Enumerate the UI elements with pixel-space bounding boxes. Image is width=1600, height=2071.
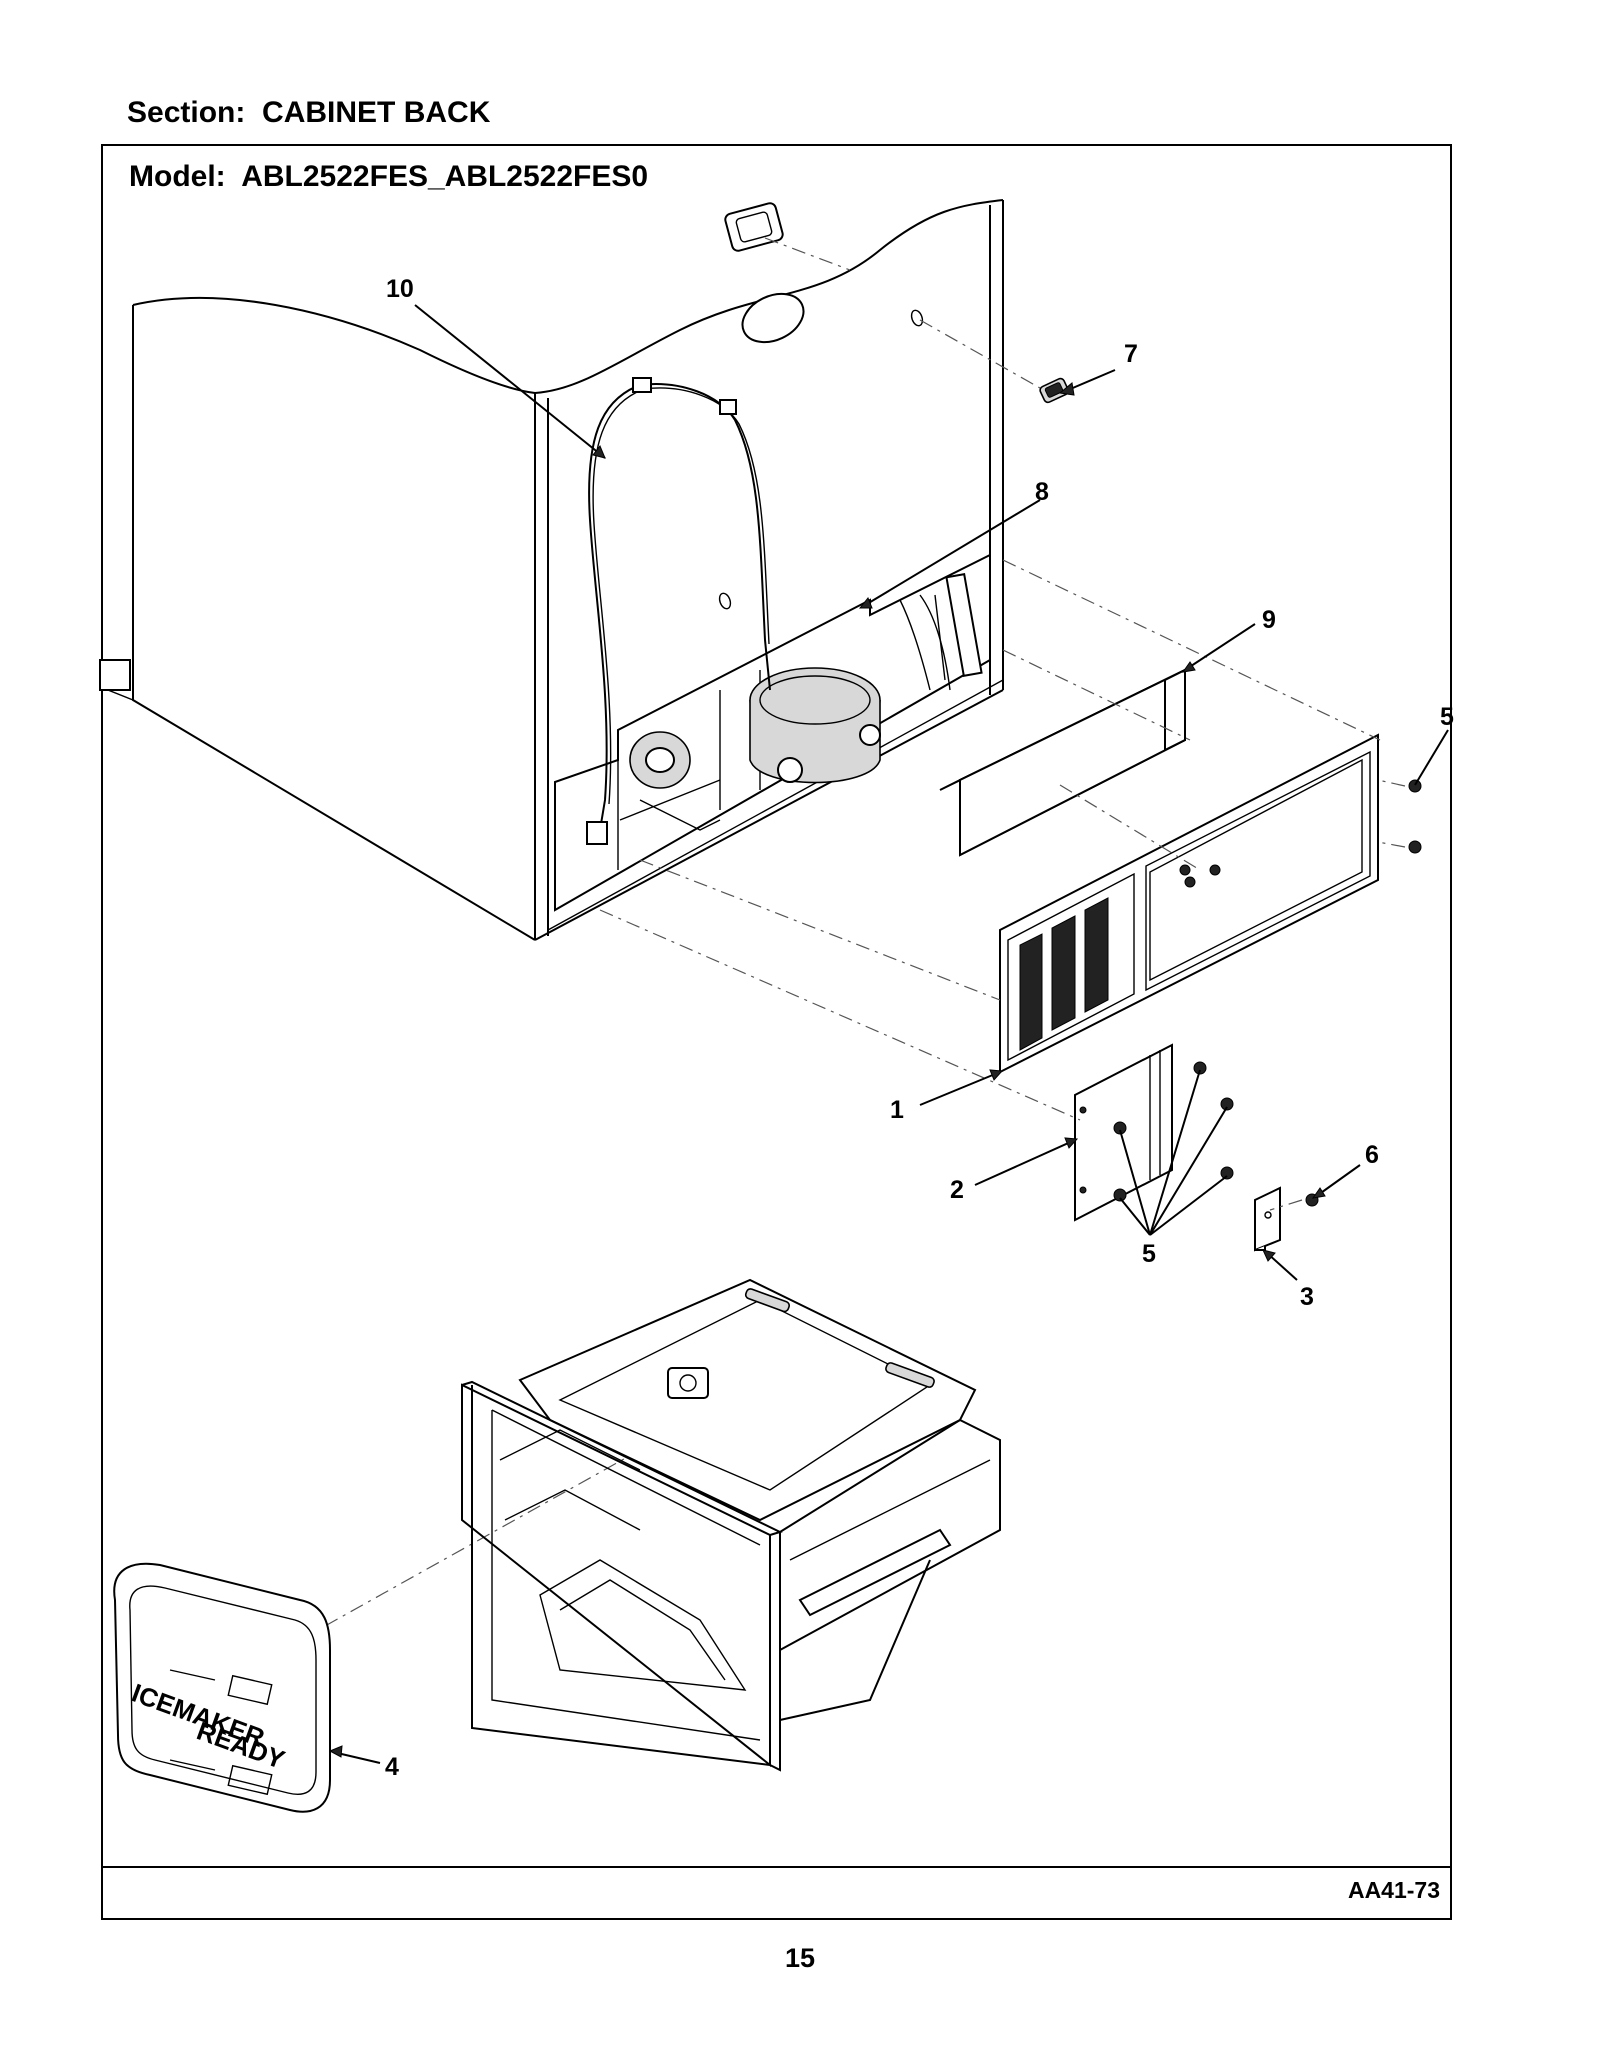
callout-9: 9 xyxy=(1262,606,1276,634)
top-plug xyxy=(724,202,784,252)
model-title: Model: ABL2522FES_ABL2522FES0 xyxy=(129,160,648,194)
part-7-plug xyxy=(1039,377,1070,404)
drawing-code: AA41-73 xyxy=(1347,1877,1440,1903)
callout-6: 6 xyxy=(1365,1141,1379,1169)
condenser-fan xyxy=(619,731,721,831)
leader-lines xyxy=(328,304,1449,1764)
diagram-frame: Model: ABL2522FES_ABL2522FES0 AA41-73 xyxy=(101,144,1452,1920)
page-number: 15 xyxy=(784,1943,816,1973)
refrigerator-cabinet xyxy=(99,199,1004,941)
callout-2: 2 xyxy=(950,1176,964,1204)
part-1-rear-cover xyxy=(999,733,1379,1074)
screws xyxy=(1113,779,1422,1207)
callout-10: 10 xyxy=(386,275,414,303)
section-value: CABINET BACK xyxy=(262,96,491,129)
section-label: Section: xyxy=(127,96,246,129)
model-value: ABL2522FES_ABL2522FES0 xyxy=(241,160,649,193)
part-9-insulation xyxy=(939,668,1186,857)
vent-louvres xyxy=(1019,897,1109,1051)
power-cord xyxy=(586,377,771,845)
callout-4: 4 xyxy=(385,1753,399,1781)
icemaker-housing xyxy=(461,1278,1001,1772)
leveler-foot xyxy=(99,659,131,691)
model-label: Model: xyxy=(129,160,226,193)
alignment-lines xyxy=(299,237,1406,1641)
callout-5-bottom: 5 xyxy=(1142,1240,1156,1268)
footer-divider xyxy=(103,1866,1450,1868)
section-title: Section: CABINET BACK xyxy=(127,96,490,130)
compressor-assembly xyxy=(749,573,983,784)
callout-1: 1 xyxy=(890,1096,904,1124)
callout-7: 7 xyxy=(1124,340,1138,368)
part-4-icemaker-cover: ICEMAKER READY xyxy=(113,1562,331,1813)
callout-8: 8 xyxy=(1035,478,1049,506)
callout-5-top: 5 xyxy=(1440,703,1454,731)
callout-3: 3 xyxy=(1300,1283,1314,1311)
callout-labels: 10 7 8 9 5 1 2 6 5 3 4 xyxy=(385,275,1454,1781)
part-3-small-bracket xyxy=(1254,1186,1281,1252)
